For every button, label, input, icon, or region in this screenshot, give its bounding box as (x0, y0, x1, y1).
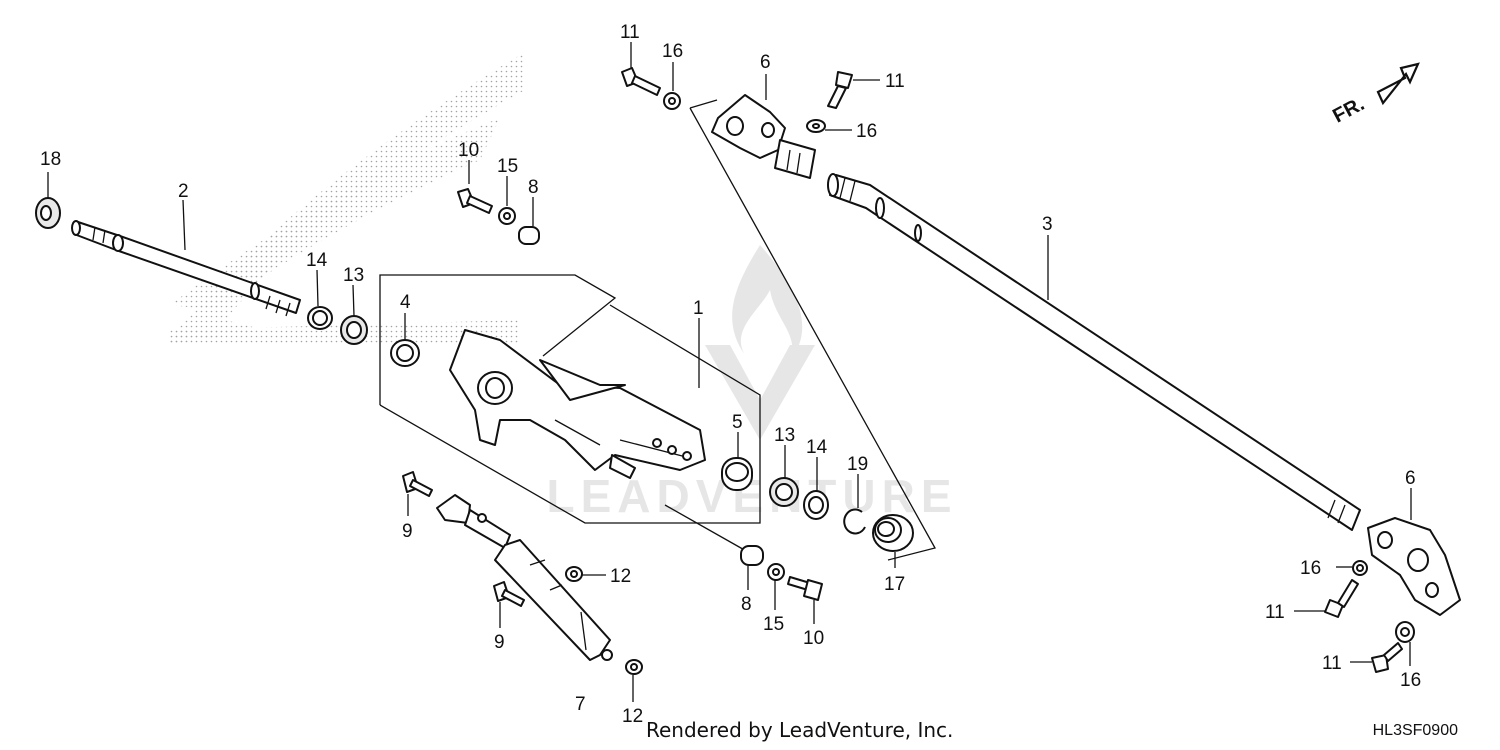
callout-4: 4 (400, 292, 411, 313)
callout-16-lower-a: 16 (1300, 558, 1321, 579)
callout-6-upper: 6 (760, 52, 771, 73)
callout-17: 17 (884, 574, 905, 595)
part-washer-16-upper-right (806, 119, 826, 133)
part-bushing-4 (390, 339, 420, 367)
part-nut-12-upper (565, 566, 583, 582)
callout-6-lower: 6 (1405, 468, 1416, 489)
part-seal-18 (35, 197, 61, 229)
part-bolt-11-upper-right (827, 71, 853, 109)
callout-18: 18 (40, 149, 61, 170)
part-bolt-11-lower-upper (1324, 579, 1359, 618)
callout-12-lower: 12 (622, 706, 643, 727)
callout-labels: 18 2 14 13 4 10 15 8 1 5 13 14 19 17 11 … (40, 22, 1421, 727)
part-washer-14-upper (307, 306, 333, 330)
leader-lines (47, 42, 1412, 702)
part-universal-joint-6-lower (1367, 517, 1461, 616)
callout-8-upper: 8 (528, 177, 539, 198)
callout-10-lower: 10 (803, 628, 824, 649)
part-washer-14-lower (803, 490, 829, 520)
callout-14-lower: 14 (806, 437, 828, 458)
callout-1: 1 (693, 298, 704, 319)
callout-9-lower: 9 (494, 632, 505, 653)
part-bolt-11-lower-lower (1371, 642, 1403, 673)
part-bolt-10-lower (787, 576, 823, 601)
callout-19: 19 (847, 454, 868, 475)
front-label: FR. (1329, 93, 1368, 128)
part-collar-8-lower (740, 545, 764, 566)
callout-11-right: 11 (885, 71, 905, 92)
part-bolt-9-lower (493, 581, 525, 607)
rendered-by-footer: Rendered by LeadVenture, Inc. (646, 718, 954, 742)
callout-3: 3 (1042, 214, 1053, 235)
part-steering-damper-7 (436, 494, 613, 661)
callout-7: 7 (575, 694, 586, 715)
part-circlip-19 (843, 508, 866, 535)
diagram-code: HL3SF0900 (1372, 722, 1458, 739)
callout-15-upper: 15 (497, 156, 518, 177)
part-bolt-9-upper (402, 471, 433, 497)
part-washer-15-upper (498, 207, 516, 225)
part-intermediate-shaft-3 (827, 173, 1361, 531)
callout-8-lower: 8 (741, 594, 752, 615)
callout-13-lower: 13 (774, 425, 795, 446)
part-washer-16-lower-lower (1395, 621, 1415, 643)
callout-2: 2 (178, 181, 189, 202)
part-washer-16-lower-upper (1352, 560, 1368, 576)
part-bearing-13-lower (769, 477, 799, 507)
front-arrow-icon (1376, 62, 1420, 106)
part-bolt-11-upper-left (621, 67, 661, 96)
part-nut-12-lower (625, 659, 643, 675)
part-collar-8-upper (518, 226, 540, 245)
part-universal-joint-6-upper (711, 94, 816, 179)
callout-11-top: 11 (620, 22, 640, 43)
callout-13-upper: 13 (343, 265, 364, 286)
callout-16-top: 16 (662, 41, 683, 62)
part-bolt-10-upper (457, 188, 493, 214)
part-bushing-5 (721, 457, 753, 491)
assembly-frame (379, 99, 936, 561)
callout-15-lower: 15 (763, 614, 784, 635)
callout-5: 5 (732, 412, 743, 433)
part-bearing-13-upper (340, 315, 368, 345)
part-upper-shaft-2 (71, 220, 301, 317)
callout-16-right: 16 (856, 121, 877, 142)
callout-10-upper: 10 (458, 140, 479, 161)
callout-16-lower-b: 16 (1400, 670, 1421, 691)
callout-12-upper: 12 (610, 566, 631, 587)
callout-9-upper: 9 (402, 521, 413, 542)
callout-11-lower-b: 11 (1322, 653, 1342, 674)
callout-11-lower-a: 11 (1265, 602, 1285, 623)
part-washer-16-upper-left (663, 92, 681, 110)
part-washer-15-lower (767, 563, 785, 581)
front-direction-indicator: FR. (1329, 62, 1420, 128)
callout-14-upper: 14 (306, 250, 328, 271)
part-dust-seal-17 (872, 514, 914, 552)
part-column-housing-1 (449, 329, 706, 479)
